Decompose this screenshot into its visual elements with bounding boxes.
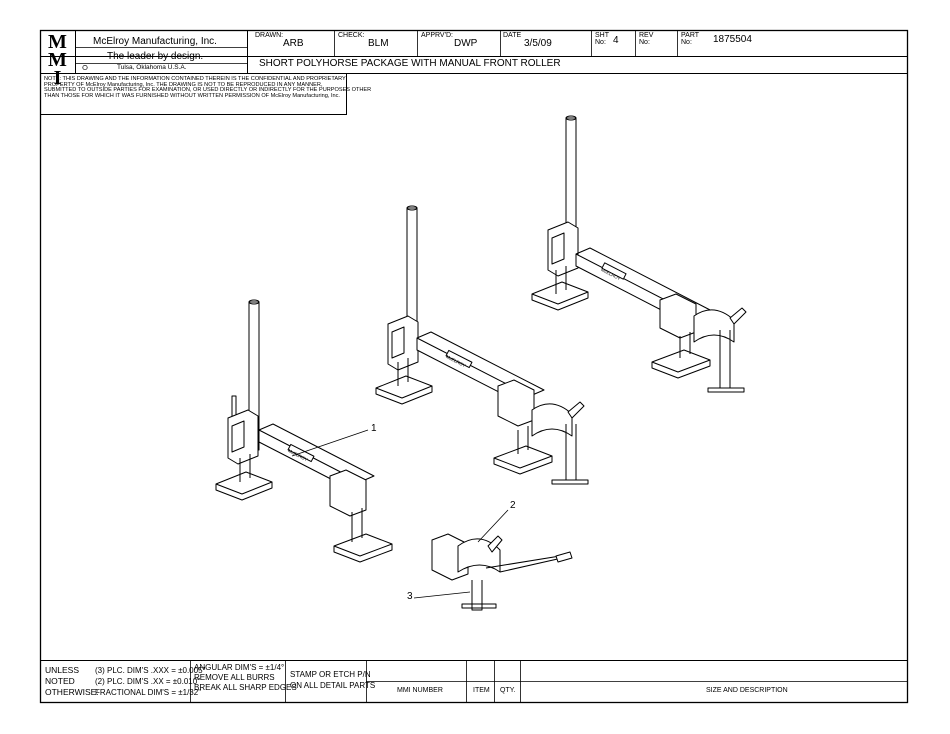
drawing-title: SHORT POLYHORSE PACKAGE WITH MANUAL FRON… bbox=[259, 58, 561, 69]
date-value: 3/5/09 bbox=[524, 38, 552, 49]
confidential-note: NOTE: THIS DRAWING AND THE INFORMATION C… bbox=[44, 76, 372, 99]
polyhorse-rear bbox=[531, 115, 747, 393]
polyhorse-middle bbox=[375, 205, 589, 485]
tolerance-unless: UNLESS NOTED OTHERWISE: bbox=[45, 665, 99, 697]
stamp-note: STAMP OR ETCH P/N ON ALL DETAIL PARTS bbox=[290, 670, 376, 690]
company-logo: M M I bbox=[48, 31, 68, 89]
bom-header-mmi-number: MMI NUMBER bbox=[397, 687, 443, 694]
check-label: CHECK: bbox=[338, 32, 365, 39]
bom-header-item: ITEM bbox=[473, 687, 490, 694]
part-label: PART No: bbox=[681, 32, 700, 46]
apprvd-label: APPRV'D: bbox=[421, 32, 453, 39]
company-tagline: The leader by design. bbox=[107, 51, 204, 62]
manual-front-roller bbox=[431, 533, 573, 611]
company-name: McElroy Manufacturing, Inc. bbox=[93, 36, 217, 47]
tolerance-dims: (3) PLC. DIM'S .XXX = ±0.005" (2) PLC. D… bbox=[95, 666, 206, 697]
sheet-value: 4 bbox=[613, 35, 619, 46]
bom-header-qty: QTY. bbox=[500, 687, 516, 694]
company-location: Tulsa, Oklahoma U.S.A. bbox=[117, 64, 187, 71]
bom-header-size-description: SIZE AND DESCRIPTION bbox=[706, 687, 788, 694]
callout-leaders bbox=[291, 429, 509, 599]
polyhorse-illustration bbox=[215, 115, 747, 611]
date-label: DATE bbox=[503, 32, 522, 39]
drawn-label: DRAWN: bbox=[255, 32, 284, 39]
apprvd-value: DWP bbox=[454, 38, 478, 49]
sheet-label: SHT No: bbox=[595, 32, 609, 46]
tolerance-angular: ANGULAR DIM'S = ±1/4° REMOVE ALL BURRS B… bbox=[194, 663, 297, 692]
callout-1: 1 bbox=[371, 423, 377, 434]
check-value: BLM bbox=[368, 38, 389, 49]
drawn-value: ARB bbox=[283, 38, 304, 49]
callout-2: 2 bbox=[510, 500, 516, 511]
callout-3: 3 bbox=[407, 591, 413, 602]
polyhorse-front bbox=[215, 299, 393, 563]
part-number: 1875504 bbox=[713, 34, 752, 45]
rev-label: REV No: bbox=[639, 32, 654, 46]
